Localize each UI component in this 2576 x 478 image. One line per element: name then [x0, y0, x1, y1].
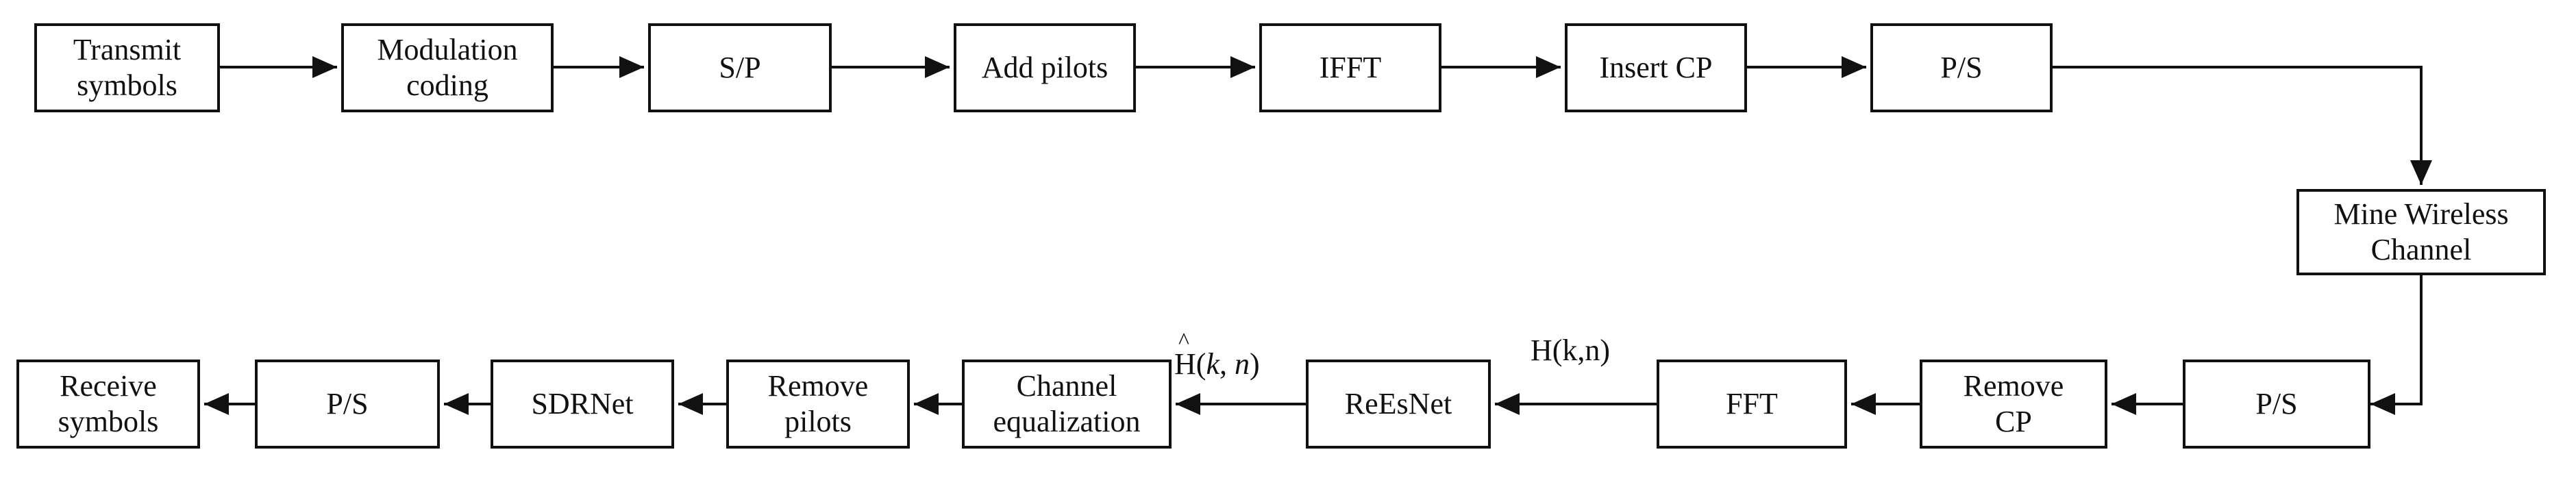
remove-cp-line-1: Remove — [1963, 369, 2064, 403]
add-pilots-label: Add pilots — [981, 51, 1109, 84]
h-estimate-hat: ^ — [1178, 329, 1189, 354]
remove-pilots-line-1: Remove — [767, 369, 869, 403]
h-estimate-letter: H — [1174, 347, 1196, 381]
remove-pilots-line-2: pilots — [784, 405, 852, 438]
equalization-line-1: Channel — [1016, 369, 1117, 403]
sp-block: S/P — [648, 23, 832, 112]
remove-pilots-block: Remove pilots — [726, 360, 910, 449]
sp-label: S/P — [719, 51, 761, 84]
equalization-line-2: equalization — [993, 405, 1141, 438]
receive-symbols-line-1: Receive — [60, 369, 157, 403]
fft-label: FFT — [1726, 387, 1778, 420]
modulation-coding-line-1: Modulation — [377, 33, 518, 66]
remove-cp-block: Remove CP — [1920, 360, 2107, 449]
transmit-symbols-line-1: Transmit — [73, 33, 182, 66]
ps-bottom-label: P/S — [326, 387, 369, 420]
sdrnet-label: SDRNet — [531, 387, 634, 420]
sdrnet-block: SDRNet — [491, 360, 674, 449]
h-estimate-args: (k, n) — [1196, 347, 1260, 381]
ps-top-label: P/S — [1940, 51, 1983, 84]
arrow-ps-to-channel — [2053, 66, 2432, 185]
h-estimate-n: n — [1234, 347, 1250, 381]
reesnet-label: ReEsNet — [1344, 387, 1452, 420]
ps-bottom-block: P/S — [255, 360, 440, 449]
insert-cp-label: Insert CP — [1599, 51, 1713, 84]
channel-line-1: Mine Wireless — [2333, 197, 2509, 231]
ps-top-block: P/S — [1870, 23, 2053, 112]
h-estimate-close: ) — [1249, 347, 1260, 381]
fft-block: FFT — [1657, 360, 1847, 449]
h-estimate-k: k — [1206, 347, 1219, 381]
modulation-coding-line-2: coding — [406, 68, 488, 102]
insert-cp-block: Insert CP — [1565, 23, 1747, 112]
reesnet-block: ReEsNet — [1306, 360, 1491, 449]
receive-symbols-block: Receive symbols — [16, 360, 200, 449]
mine-wireless-channel-block: Mine Wireless Channel — [2296, 189, 2546, 275]
h-estimate-label: ^ H(k, n) — [1174, 329, 1260, 381]
add-pilots-block: Add pilots — [954, 23, 1136, 112]
h-true-label: H(k,n) — [1531, 334, 1611, 367]
channel-equalization-block: Channel equalization — [962, 360, 1172, 449]
receive-symbols-line-2: symbols — [58, 405, 159, 438]
ps-right-label: P/S — [2255, 387, 2298, 420]
remove-cp-line-2: CP — [1995, 405, 2032, 438]
h-estimate-comma: , — [1219, 347, 1235, 381]
arrow-channel-to-ps — [2370, 275, 2423, 415]
transmit-symbols-block: Transmit symbols — [34, 23, 220, 112]
ifft-block: IFFT — [1259, 23, 1441, 112]
channel-line-2: Channel — [2370, 233, 2472, 266]
transmit-symbols-line-2: symbols — [77, 68, 177, 102]
modulation-coding-block: Modulation coding — [341, 23, 554, 112]
ifft-label: IFFT — [1319, 51, 1382, 84]
h-estimate-open: ( — [1196, 347, 1206, 381]
ps-right-block: P/S — [2183, 360, 2370, 449]
